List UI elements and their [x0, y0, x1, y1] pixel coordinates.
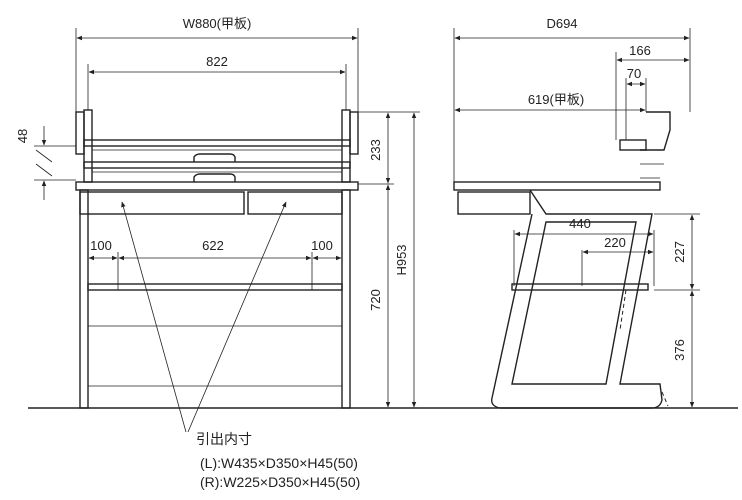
dim-lower-leg: 376 [672, 339, 687, 361]
drawer-left [79, 191, 245, 215]
side-drawer [457, 191, 531, 215]
side-leg-outer [490, 189, 663, 409]
front-right-leg [341, 189, 351, 409]
dim-inner-width: 822 [206, 54, 228, 69]
right-side-block [349, 111, 359, 155]
side-view: D694 166 70 619(甲板) 440 220 227 376 [453, 16, 700, 409]
front-view: W880(甲板) 822 100 622 100 48 233 720 [15, 16, 420, 433]
dim-board-depth: 619(甲板) [528, 92, 584, 107]
dim-top-width: 166 [629, 43, 651, 58]
dim-top-inner: 70 [627, 66, 641, 81]
dim-left-offset: 100 [90, 238, 112, 253]
side-footrest [511, 283, 649, 291]
side-hutch-block [619, 139, 647, 151]
hutch-top-shelf [83, 139, 351, 147]
drawer-note-right: (R):W225×D350×H45(50) [200, 474, 360, 490]
side-leg-inner [511, 221, 637, 385]
left-side-block [75, 111, 85, 155]
side-hutch-upright [640, 111, 671, 151]
drawer-right [247, 191, 343, 215]
front-left-leg [79, 189, 89, 409]
dim-front-width: W880(甲板) [183, 16, 252, 31]
dim-side-depth: D694 [546, 16, 577, 31]
dim-total-height: H953 [394, 244, 409, 275]
hutch-mid-shelf [83, 161, 351, 169]
dim-mid-width: 622 [202, 238, 224, 253]
dim-hutch-height: 233 [368, 139, 383, 161]
dim-base-inner: 220 [604, 235, 626, 250]
hutch-handle-upper [193, 153, 236, 162]
desktop-board [75, 181, 359, 191]
front-footrest [87, 283, 343, 291]
side-desktop-board [453, 181, 661, 191]
dim-table-height: 720 [368, 289, 383, 311]
drawer-note-title: 引出内寸 [196, 431, 252, 447]
dim-base-depth: 440 [569, 216, 591, 231]
dim-upper-leg: 227 [672, 241, 687, 263]
drawer-note-left: (L):W435×D350×H45(50) [200, 455, 358, 471]
drawer-note: 引出内寸 (L):W435×D350×H45(50) (R):W225×D350… [196, 431, 360, 490]
hutch-handle-lower [193, 173, 236, 182]
dim-right-offset: 100 [311, 238, 333, 253]
dim-side-height: 48 [15, 129, 30, 143]
